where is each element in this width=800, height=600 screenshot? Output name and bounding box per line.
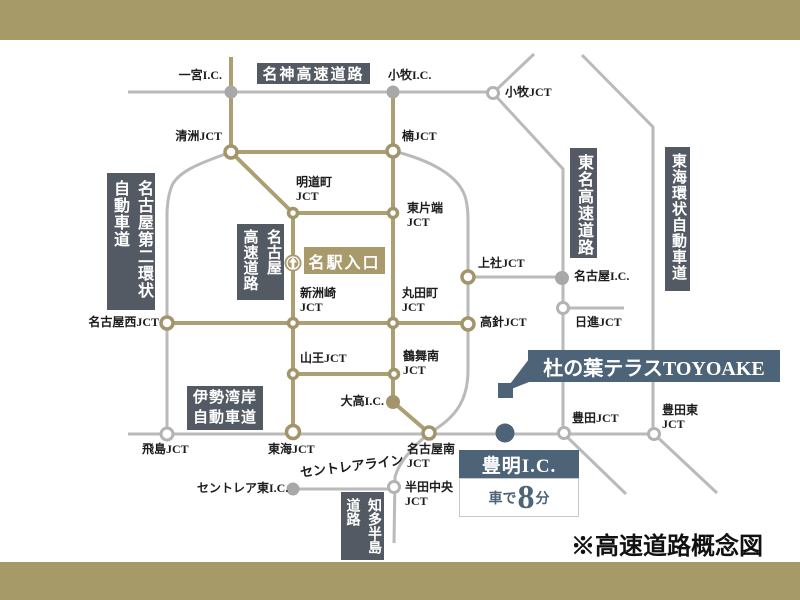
roadbox-nagoya-expressway: 名古屋 高速道路 xyxy=(237,224,284,300)
label-meidocho-jct: 明道町 JCT xyxy=(296,175,333,203)
node-kusunoki-jct xyxy=(385,143,401,159)
node-meidocho-jct xyxy=(286,206,300,220)
node-toyotahigashi-jct xyxy=(647,427,661,441)
road-kiyosu-meidocho xyxy=(229,150,295,215)
node-komaki-jct xyxy=(486,86,500,100)
label-tokai-jct: 東海JCT xyxy=(268,442,315,456)
road-tomei xyxy=(491,91,628,496)
toyoake-ic-label: 豊明I.C. xyxy=(481,455,557,477)
label-nagoyaminami-jct: 名古屋南 JCT xyxy=(407,442,456,470)
node-komaki-ic xyxy=(386,85,400,99)
label-sanno-jct: 山王JCT xyxy=(300,351,347,365)
road-meinikan-west xyxy=(165,150,232,434)
node-shinsuzaki-jct xyxy=(286,316,300,330)
label-komaki-jct: 小牧JCT xyxy=(505,85,552,99)
label-nagoyanishi-jct: 名古屋西JCT xyxy=(88,315,159,329)
label-centrair-higashi-ic: セントレア東I.C. xyxy=(197,481,289,495)
node-tsurumaiminami-jct xyxy=(387,367,401,381)
roadbox-tomei: 東名高速道路 xyxy=(570,148,597,258)
label-shinsuzaki-jct: 新洲崎 JCT xyxy=(300,286,337,314)
road-odaka-nagoyaminami xyxy=(391,400,431,435)
drive-time-box: 車で 8 分 xyxy=(459,478,579,517)
roadbox-meishin: 名神高速道路 xyxy=(257,63,370,84)
label-toyota-jct: 豊田JCT xyxy=(572,411,619,425)
label-toyotahigashi-jct: 豊田東 JCT xyxy=(662,403,699,431)
roadbox-tokai-kanjo-label: 東海環状自動車道 xyxy=(670,153,686,281)
road-meinikan-east xyxy=(392,149,470,434)
meieki-entrance-box: 名駅入口 xyxy=(304,247,385,274)
roadbox-chita-col1: 知多半島 xyxy=(366,498,381,554)
node-tokai-jct xyxy=(284,423,302,441)
toyoake-ic-box: 豊明I.C. xyxy=(459,450,579,478)
map-footnote: ※高速道路概念図 xyxy=(571,534,763,560)
node-kiyosu-jct xyxy=(223,144,239,160)
roadbox-nagoya-exp-col2: 高速道路 xyxy=(241,229,258,291)
label-takabari-jct: 高針JCT xyxy=(480,315,527,329)
label-odaka-ic: 大高I.C. xyxy=(340,394,384,408)
label-tsurumaiminami-jct: 鶴舞南 JCT xyxy=(403,349,440,377)
label-kiyosu-jct: 清洲JCT xyxy=(175,129,222,143)
node-nagoya-ic xyxy=(555,271,569,285)
node-toyota-jct xyxy=(557,426,571,440)
roadbox-tomei-label: 東名高速道路 xyxy=(575,154,592,256)
property-name: 杜の葉テラスTOYOAKE xyxy=(543,357,765,380)
roadbox-meinikan: 名古屋第二環状 自動車道 xyxy=(107,173,155,310)
frame-bar-bottom xyxy=(0,562,800,600)
label-higashikataha-jct: 東片端 JCT xyxy=(407,201,444,229)
node-kamiyashiro-jct xyxy=(460,269,476,285)
road-komaki-branch xyxy=(491,52,536,95)
label-marutacho-jct: 丸田町 JCT xyxy=(402,286,439,314)
node-toyoake-ic xyxy=(495,423,515,443)
label-ichinomiya-ic: 一宮I.C. xyxy=(178,68,222,82)
node-nagoyaminami-jct xyxy=(421,425,437,441)
label-kamiyashiro-jct: 上社JCT xyxy=(478,256,525,270)
drive-suffix: 分 xyxy=(535,491,550,507)
node-ichinomiya-ic xyxy=(224,85,238,99)
roadbox-meishin-label: 名神高速道路 xyxy=(262,67,365,83)
drive-prefix: 車で xyxy=(488,491,517,507)
node-takabari-jct xyxy=(460,316,476,332)
node-centrair-higashi-ic xyxy=(286,482,300,496)
node-tobishima-jct xyxy=(159,426,175,442)
roadbox-meinikan-col2: 自動車道 xyxy=(111,180,128,248)
label-handachuo-jct: 半田中央 JCT xyxy=(405,480,454,508)
node-odaka-ic xyxy=(386,395,400,409)
meieki-entrance-label: 名駅入口 xyxy=(308,254,381,272)
property-marker xyxy=(498,383,513,398)
node-marutacho-jct xyxy=(386,316,400,330)
roadbox-isewangan-line2: 自動車道 xyxy=(192,410,257,426)
roadbox-isewangan-line1: 伊勢湾岸 xyxy=(192,390,257,406)
node-nagoyanishi-jct xyxy=(159,315,175,331)
label-komaki-ic: 小牧I.C. xyxy=(388,68,432,82)
roadbox-isewangan: 伊勢湾岸 自動車道 xyxy=(187,386,263,430)
road-tokai-kanjo xyxy=(580,53,719,495)
node-sanno-jct xyxy=(286,367,300,381)
label-nisshin-jct: 日進JCT xyxy=(575,315,622,329)
roadbox-chita-col2: 道路 xyxy=(344,498,360,526)
roadbox-meinikan-col1: 名古屋第二環状 xyxy=(135,180,152,299)
property-callout: 杜の葉テラスTOYOAKE xyxy=(528,350,780,382)
node-nisshin-jct xyxy=(556,301,570,315)
label-tobishima-jct: 飛島JCT xyxy=(142,442,189,456)
node-higashikataha-jct xyxy=(386,206,400,220)
roadbox-tokai-kanjo: 東海環状自動車道 xyxy=(665,147,690,291)
roadbox-nagoya-exp-col1: 名古屋 xyxy=(265,229,281,276)
frame-bar-top xyxy=(0,0,800,40)
meieki-entrance-icon xyxy=(284,254,302,272)
roadbox-chita-hanto: 知多半島 道路 xyxy=(341,492,384,560)
label-nagoya-ic: 名古屋I.C. xyxy=(574,269,630,283)
drive-minutes: 8 xyxy=(517,478,535,516)
node-handachuo-jct xyxy=(387,480,401,494)
label-kusunoki-jct: 楠JCT xyxy=(402,129,437,143)
